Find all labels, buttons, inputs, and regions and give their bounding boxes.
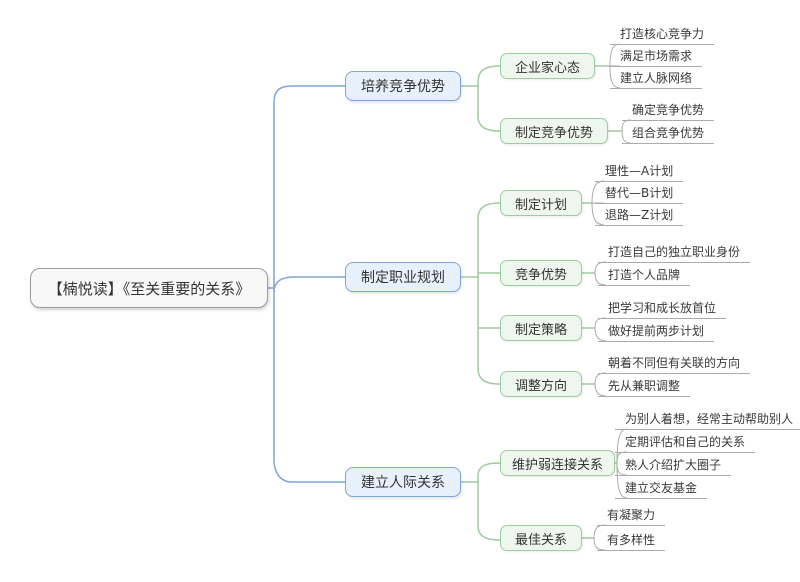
leaf-topic[interactable]: 组合竞争优势 <box>622 126 715 144</box>
connector-leaf <box>621 130 632 144</box>
branch-cultivate-advantage[interactable]: 培养竞争优势 <box>345 71 461 101</box>
subtopic-adjust-direction[interactable]: 调整方向 <box>500 371 582 397</box>
connector-leaf <box>593 537 606 551</box>
leaf-topic[interactable]: 建立交友基金 <box>615 481 708 499</box>
connector-leaf <box>591 202 605 226</box>
leaf-topic[interactable]: 打造个人品牌 <box>598 268 691 286</box>
connector-root-trunk <box>273 85 345 483</box>
leaf-topic[interactable]: 定期评估和自己的关系 <box>615 435 756 453</box>
connector-leaf <box>594 272 607 286</box>
connector-branch2-bracket <box>477 202 501 385</box>
connector-branch3-bracket <box>477 462 501 541</box>
subtopic-make-strategy[interactable]: 制定策略 <box>500 315 582 341</box>
leaf-topic[interactable]: 有凝聚力 <box>597 508 666 526</box>
leaf-topic[interactable]: 理性—A计划 <box>595 164 684 182</box>
connector-leaf <box>616 462 628 499</box>
branch-relationships[interactable]: 建立人际关系 <box>345 467 461 497</box>
leaf-topic[interactable]: 满足市场需求 <box>610 49 703 67</box>
connector-branch1-bracket <box>477 65 501 132</box>
leaf-topic[interactable]: 把学习和成长放首位 <box>598 301 727 319</box>
leaf-topic[interactable]: 熟人介绍扩大圈子 <box>615 458 732 476</box>
subtopic-make-plan[interactable]: 制定计划 <box>500 190 582 216</box>
subtopic-best-relationship[interactable]: 最佳关系 <box>500 525 582 551</box>
leaf-topic[interactable]: 退路—Z计划 <box>595 208 684 226</box>
leaf-topic[interactable]: 建立人脉网络 <box>610 71 703 89</box>
leaf-topic[interactable]: 为别人着想，经常主动帮助别人 <box>615 412 800 430</box>
subtopic-weak-ties[interactable]: 维护弱连接关系 <box>500 450 615 476</box>
leaf-topic[interactable]: 打造自己的独立职业身份 <box>598 245 751 263</box>
leaf-topic[interactable]: 做好提前两步计划 <box>598 324 715 342</box>
leaf-topic[interactable]: 有多样性 <box>597 533 666 551</box>
leaf-topic[interactable]: 确定竞争优势 <box>622 103 715 121</box>
subtopic-define-advantage[interactable]: 制定竞争优势 <box>500 118 608 144</box>
subtopic-competitive-advantage[interactable]: 竞争优势 <box>500 260 582 286</box>
subtopic-entrepreneur-mindset[interactable]: 企业家心态 <box>500 53 595 79</box>
leaf-topic[interactable]: 朝着不同但有关联的方向 <box>598 356 751 374</box>
branch-career-planning[interactable]: 制定职业规划 <box>345 262 461 292</box>
root-node[interactable]: 【楠悦读】《至关重要的关系》 <box>30 268 268 308</box>
leaf-topic[interactable]: 先从兼职调整 <box>598 379 691 397</box>
connector-root-branch2 <box>273 276 345 293</box>
connector-leaf <box>609 65 621 89</box>
leaf-topic[interactable]: 替代—B计划 <box>595 186 684 204</box>
leaf-topic[interactable]: 打造核心竞争力 <box>610 27 715 45</box>
connector-leaf <box>594 383 607 397</box>
connector-leaf <box>594 327 607 342</box>
